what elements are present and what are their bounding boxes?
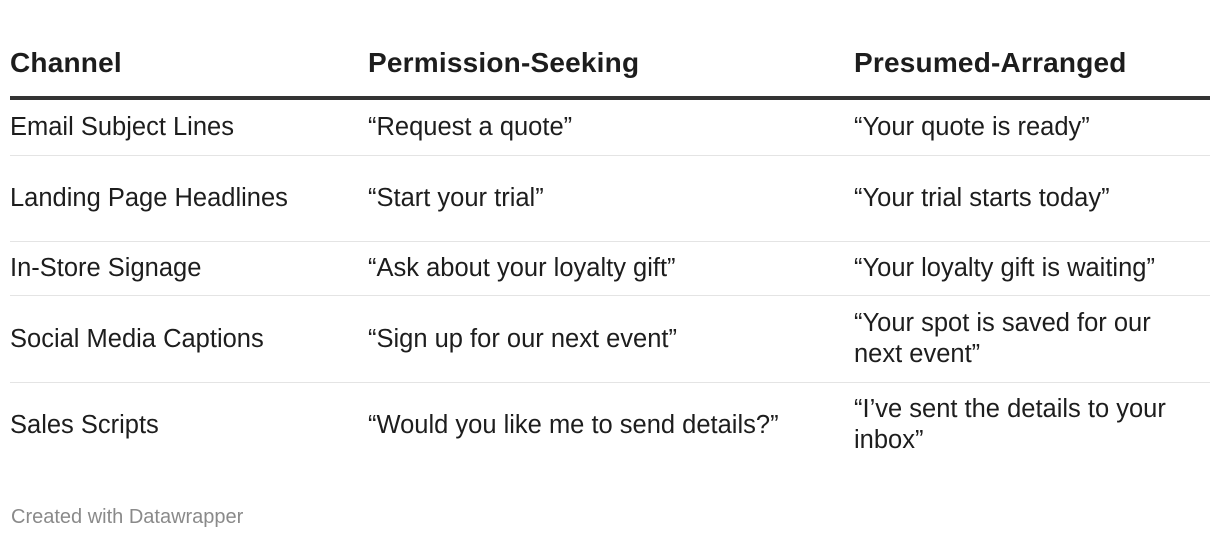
data-table: Channel Permission-Seeking Presumed-Arra… <box>10 30 1210 467</box>
cell-channel: Email Subject Lines <box>10 98 368 156</box>
cell-permission-seeking: “Request a quote” <box>368 98 854 156</box>
header-row: Channel Permission-Seeking Presumed-Arra… <box>10 30 1210 100</box>
table-row: In-Store Signage “Ask about your loyalty… <box>10 241 1210 296</box>
cell-channel: Sales Scripts <box>10 410 159 439</box>
table-row: Social Media Captions “Sign up for our n… <box>10 295 1210 383</box>
cell-presumed-arranged: “Your trial starts today” <box>854 155 1210 242</box>
column-header-permission-seeking: Permission-Seeking <box>368 30 854 100</box>
cell-presumed-arranged: “Your spot is saved for our next event” <box>854 295 1210 383</box>
column-header-channel: Channel <box>10 30 368 100</box>
cell-presumed-arranged: “I’ve sent the details to your inbox” <box>854 395 1166 454</box>
column-header-presumed-arranged: Presumed-Arranged <box>854 30 1210 100</box>
cell-presumed-arranged: “Your loyalty gift is waiting” <box>854 241 1210 296</box>
cell-permission-seeking: “Sign up for our next event” <box>368 295 854 383</box>
table-row: Landing Page Headlines “Start your trial… <box>10 155 1210 242</box>
footer-credit: Created with Datawrapper <box>11 506 244 528</box>
cell-channel: In-Store Signage <box>10 241 368 296</box>
cell-permission-seeking: “Would you like me to send details?” <box>368 410 779 439</box>
cell-permission-seeking: “Ask about your loyalty gift” <box>368 241 854 296</box>
table-row: Sales Scripts “Would you like me to send… <box>10 383 1210 468</box>
cell-permission-seeking: “Start your trial” <box>368 155 854 242</box>
cell-channel: Social Media Captions <box>10 295 368 383</box>
table-row: Email Subject Lines “Request a quote” “Y… <box>10 98 1210 156</box>
cell-presumed-arranged: “Your quote is ready” <box>854 98 1210 156</box>
cell-channel: Landing Page Headlines <box>10 155 368 242</box>
